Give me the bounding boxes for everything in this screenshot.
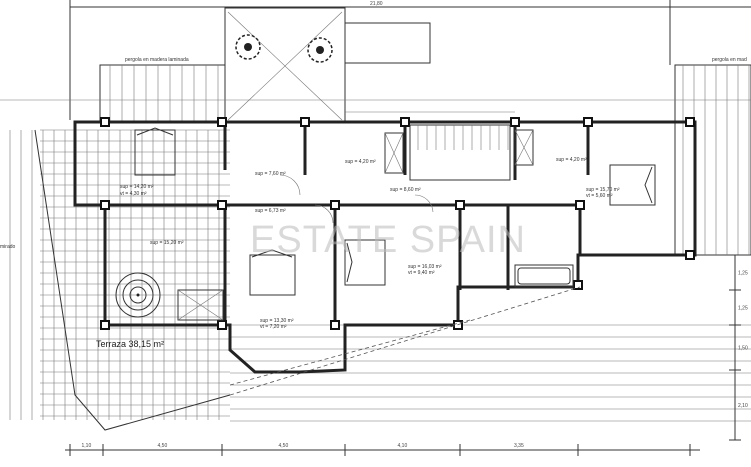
column (685, 250, 695, 260)
jacuzzi-icon (115, 272, 161, 318)
right-dimension-label: 1,50 (738, 346, 748, 352)
room-volume-label: vt = 7,20 m² (260, 324, 287, 330)
room-area-label: sup = 14,20 m² (120, 184, 154, 190)
pergola-right (674, 64, 751, 256)
terrace-edge (34, 129, 231, 431)
edge-label: mirado (0, 244, 16, 250)
bed-icon (134, 127, 176, 176)
column (575, 200, 585, 210)
tree-icon (235, 34, 261, 60)
terrace-tile-grid (9, 129, 751, 422)
column (300, 117, 310, 127)
room-volume-label: vt = 4,30 m² (120, 191, 147, 197)
column (100, 117, 110, 127)
shower-icon (514, 129, 534, 166)
room-area-label: sup = 16,03 m² (408, 264, 442, 270)
patio-diagonal (227, 11, 343, 121)
column (400, 117, 410, 127)
pergola-left-label: pergola en madera laminada (125, 57, 189, 63)
upper-volume (344, 22, 431, 64)
column (217, 200, 227, 210)
room-area-label: sup = 4,20 m² (345, 159, 376, 165)
room-area-label: sup = 15,20 m² (150, 240, 184, 246)
column (510, 117, 520, 127)
room-area-label: sup = 8,60 m² (390, 187, 421, 193)
bottom-dimension-label: 4,10 (398, 443, 408, 449)
bed-icon (609, 164, 656, 206)
column (100, 200, 110, 210)
bed-icon (344, 239, 386, 286)
setback-line (229, 286, 581, 396)
room-area-label: sup = 15,70 m² (586, 187, 620, 193)
room-area-label: sup = 7,60 m² (255, 171, 286, 177)
pergola-slats (109, 65, 219, 122)
column (685, 117, 695, 127)
room-area-label: sup = 13,30 m² (260, 318, 294, 324)
bottom-dimension-label: 4,50 (158, 443, 168, 449)
bathtub-icon (514, 264, 574, 288)
room-area-label: sup = 6,73 m² (255, 208, 286, 214)
room-volume-label: vt = 5,60 m² (586, 193, 613, 199)
column (573, 280, 583, 290)
column (330, 320, 340, 330)
pergola-right-label: pergola en mad (712, 57, 747, 63)
exterior-walls (73, 120, 697, 374)
door-swing (314, 204, 334, 224)
watermark: ESTATE SPAIN (250, 219, 526, 261)
bottom-dimension-label: 3,35 (514, 443, 524, 449)
room-volume-label: vt = 9,40 m² (408, 270, 435, 276)
column (330, 200, 340, 210)
bed-icon (249, 249, 296, 296)
column (217, 320, 227, 330)
column (583, 117, 593, 127)
right-dimension-label: 1,25 (738, 306, 748, 312)
patio (224, 7, 346, 123)
bottom-dimension-label: 1,10 (82, 443, 92, 449)
right-dimension-label: 2,10 (738, 403, 748, 409)
door-swing (414, 194, 434, 213)
staircase (409, 124, 511, 181)
shower-icon (384, 132, 404, 174)
terrace-label: Terraza 38,15 m² (96, 339, 164, 349)
column (100, 320, 110, 330)
column (217, 117, 227, 127)
column (455, 200, 465, 210)
right-dimension-label: 1,25 (738, 271, 748, 277)
room-area-label: sup = 4,20 m² (556, 157, 587, 163)
bottom-dimension-label: 4,50 (279, 443, 289, 449)
top-total-dimension: 21,80 (370, 1, 383, 7)
pergola-slats (682, 65, 750, 255)
tree-icon (307, 37, 333, 63)
shower-icon (177, 289, 224, 321)
stair-steps (417, 125, 509, 150)
door-swing (279, 174, 301, 196)
